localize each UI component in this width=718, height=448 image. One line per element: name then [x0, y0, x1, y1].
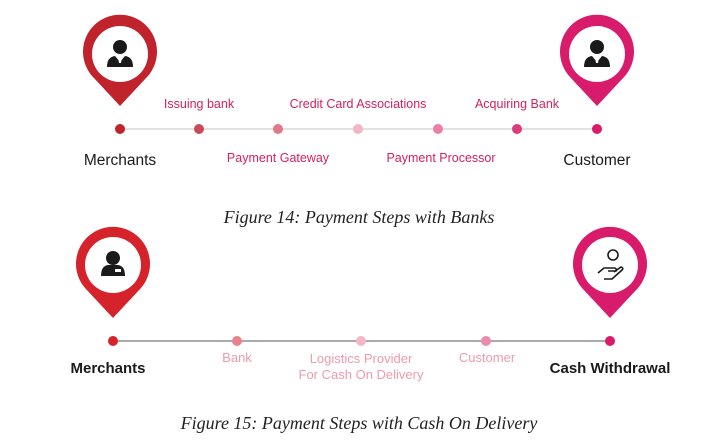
step-label-issuing-bank: Issuing bank	[163, 97, 235, 111]
businessman-icon	[584, 40, 610, 67]
businessman-icon	[107, 40, 133, 67]
timeline-dot	[512, 124, 522, 134]
timeline-dot	[481, 336, 491, 346]
cashier-icon	[101, 251, 125, 276]
hand-money-icon	[597, 249, 624, 280]
cash-withdrawal-label: Cash Withdrawal	[549, 360, 671, 377]
figure-caption-14: Figure 14: Payment Steps with Banks	[223, 207, 495, 227]
step-label-payment-processor: Payment Processor	[386, 151, 496, 165]
step-label-payment-gateway: Payment Gateway	[226, 151, 330, 165]
timeline-dot	[115, 124, 125, 134]
merchant-pin	[83, 14, 158, 107]
figure-caption-15: Figure 15: Payment Steps with Cash On De…	[180, 413, 538, 433]
customer-pin	[560, 14, 634, 106]
timeline-dot	[592, 124, 602, 134]
timeline-dot	[232, 336, 242, 346]
timeline-dot	[194, 124, 204, 134]
step-label-credit-card-associations: Credit Card Associations	[289, 97, 427, 111]
timeline-dot	[433, 124, 443, 134]
cash-withdrawal-pin	[572, 226, 647, 318]
step-label-customer: Customer	[458, 350, 516, 365]
timeline-dot	[356, 336, 366, 346]
step-label-cash-on-delivery: For Cash On Delivery	[298, 367, 424, 382]
step-label-logistics-provider: Logistics Provider	[309, 351, 413, 366]
step-label-bank: Bank	[222, 350, 252, 365]
merchants-label-2: Merchants	[70, 360, 146, 377]
step-label-acquiring-bank: Acquiring Bank	[474, 97, 560, 111]
merchant-pin-2	[76, 226, 150, 318]
timeline-dot	[273, 124, 283, 134]
customer-label: Customer	[563, 152, 631, 169]
timeline-dot	[605, 336, 615, 346]
timeline-dot	[108, 336, 118, 346]
merchants-label: Merchants	[83, 152, 157, 169]
timeline-dot	[353, 124, 363, 134]
